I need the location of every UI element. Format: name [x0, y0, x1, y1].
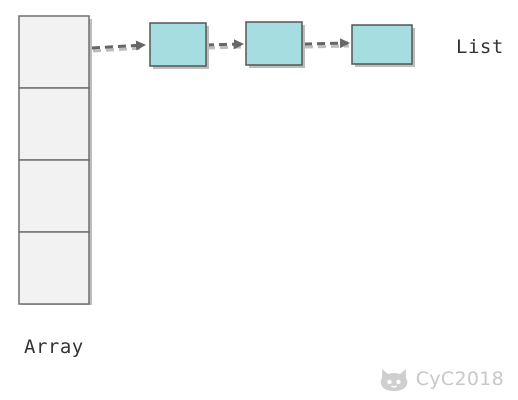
list-node — [149, 22, 209, 69]
octocat-icon — [378, 366, 410, 392]
array-label: Array — [24, 336, 84, 358]
array-cell — [18, 231, 90, 305]
array-cell — [18, 87, 90, 161]
array-cell — [18, 159, 90, 233]
watermark-text: CyC2018 — [415, 368, 504, 390]
list-node — [351, 24, 415, 67]
arrow-node-1-to-node-2 — [205, 39, 244, 50]
list-node — [245, 21, 305, 68]
array-cell — [18, 15, 90, 89]
array-stack — [18, 15, 92, 305]
watermark: CyC2018 — [378, 366, 504, 392]
arrow-array-to-node-1 — [91, 40, 146, 53]
list-label: List — [456, 36, 504, 58]
arrow-node-2-to-node-3 — [303, 38, 350, 49]
